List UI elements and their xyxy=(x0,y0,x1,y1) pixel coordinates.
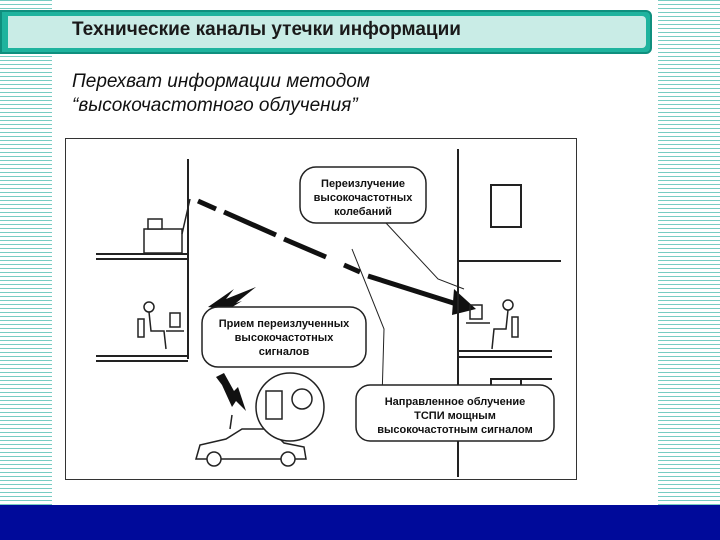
operator-right xyxy=(466,299,519,350)
callout-reradiation-line-1: Переизлучение xyxy=(321,178,405,190)
callout-irradiation-line-2: ТСПИ мощным xyxy=(414,410,496,422)
slide-subtitle: Перехват информации методом “высокочасто… xyxy=(72,70,370,118)
callout-irradiation-line-3: высокочастотным сигналом xyxy=(377,424,533,436)
subtitle-line-1: Перехват информации методом xyxy=(72,71,370,92)
callout-reradiation: Переизлучение высокочастотных колебаний xyxy=(299,166,427,224)
illustration-svg: Переизлучение высокочастотных колебаний … xyxy=(96,149,561,477)
transmitter-equipment xyxy=(143,198,191,254)
left-stripe-decoration xyxy=(0,0,52,505)
right-stripe-decoration xyxy=(658,0,720,505)
callout-irradiation: Направленное облучение ТСПИ мощным высок… xyxy=(355,384,555,442)
title-bar xyxy=(0,10,652,54)
bottom-bar xyxy=(0,505,720,540)
slide-title: Технические каналы утечки информации xyxy=(72,19,461,40)
intercept-operator xyxy=(255,372,325,442)
callout-reception-line-3: сигналов xyxy=(259,346,310,358)
left-building xyxy=(96,159,189,362)
operator-left xyxy=(137,301,184,350)
callout-reception: Прием переизлученных высокочастотных сиг… xyxy=(201,306,367,368)
callout-reradiation-line-2: высокочастотных xyxy=(314,192,414,204)
subtitle-line-2: “высокочастотного облучения” xyxy=(72,95,358,116)
title-bar-inner xyxy=(8,16,646,48)
beam-arrowhead xyxy=(452,289,476,315)
callout-irradiation-line-1: Направленное облучение xyxy=(385,396,526,408)
callout-reception-line-1: Прием переизлученных xyxy=(219,318,350,330)
callout-reception-line-2: высокочастотных xyxy=(235,332,335,344)
irradiation-beam xyxy=(196,198,467,310)
callout-reradiation-line-3: колебаний xyxy=(334,206,392,218)
lightning-symbols xyxy=(208,287,256,411)
illustration-figure: Переизлучение высокочастотных колебаний … xyxy=(65,138,577,480)
